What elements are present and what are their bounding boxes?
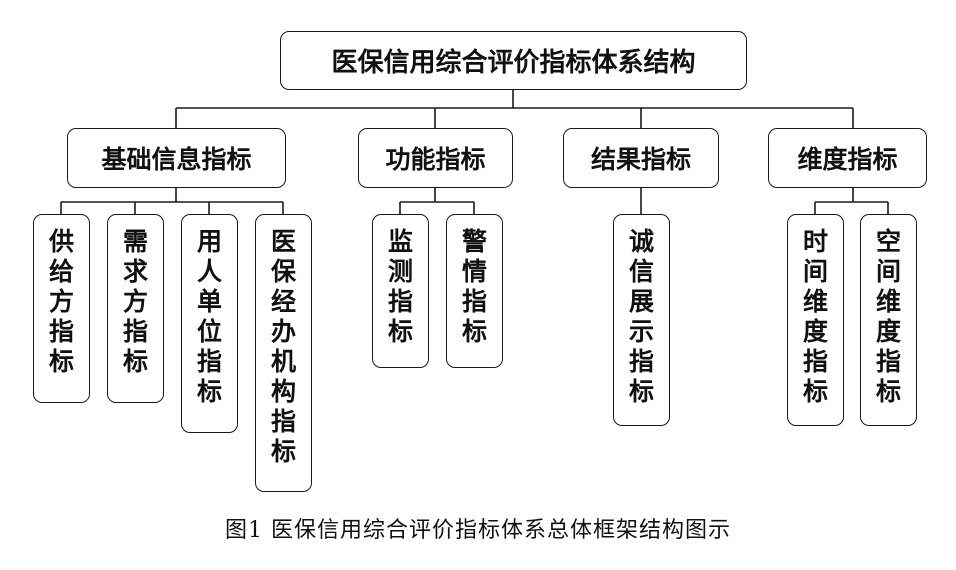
figure-caption: 图1 医保信用综合评价指标体系总体框架结构图示 — [225, 518, 731, 543]
leaf-label: 空间维度指标 — [875, 227, 901, 406]
leaf-demand-indicator: 需求方指标 — [107, 214, 164, 403]
leaf-label: 供给方指标 — [48, 227, 74, 376]
leaf-label: 警情指标 — [461, 227, 487, 346]
leaf-integrity-display-indicator: 诚信展示指标 — [613, 214, 670, 426]
leaf-supplier-indicator: 供给方指标 — [33, 214, 90, 403]
leaf-label: 监测指标 — [387, 227, 413, 346]
category-basic-info: 基础信息指标 — [67, 128, 286, 188]
leaf-label: 医保经办机构指标 — [270, 227, 296, 466]
leaf-space-dimension-indicator: 空间维度指标 — [860, 214, 917, 426]
category-result: 结果指标 — [563, 128, 719, 188]
category-label: 功能指标 — [385, 145, 486, 174]
leaf-label: 需求方指标 — [122, 227, 148, 376]
category-label: 基础信息指标 — [101, 145, 252, 174]
category-label: 结果指标 — [590, 145, 691, 174]
leaf-monitoring-indicator: 监测指标 — [372, 214, 429, 368]
leaf-employer-indicator: 用人单位指标 — [181, 214, 238, 433]
leaf-alert-indicator: 警情指标 — [446, 214, 503, 368]
root-label: 医保信用综合评价指标体系结构 — [331, 48, 696, 78]
leaf-label: 时间维度指标 — [802, 227, 828, 406]
leaf-agency-indicator: 医保经办机构指标 — [255, 214, 312, 492]
category-function: 功能指标 — [358, 128, 513, 188]
leaf-label: 诚信展示指标 — [628, 227, 654, 406]
root-node: 医保信用综合评价指标体系结构 — [280, 31, 747, 90]
leaf-label: 用人单位指标 — [196, 227, 222, 406]
leaf-time-dimension-indicator: 时间维度指标 — [787, 214, 844, 426]
category-dimension: 维度指标 — [768, 128, 927, 188]
category-label: 维度指标 — [797, 145, 898, 174]
